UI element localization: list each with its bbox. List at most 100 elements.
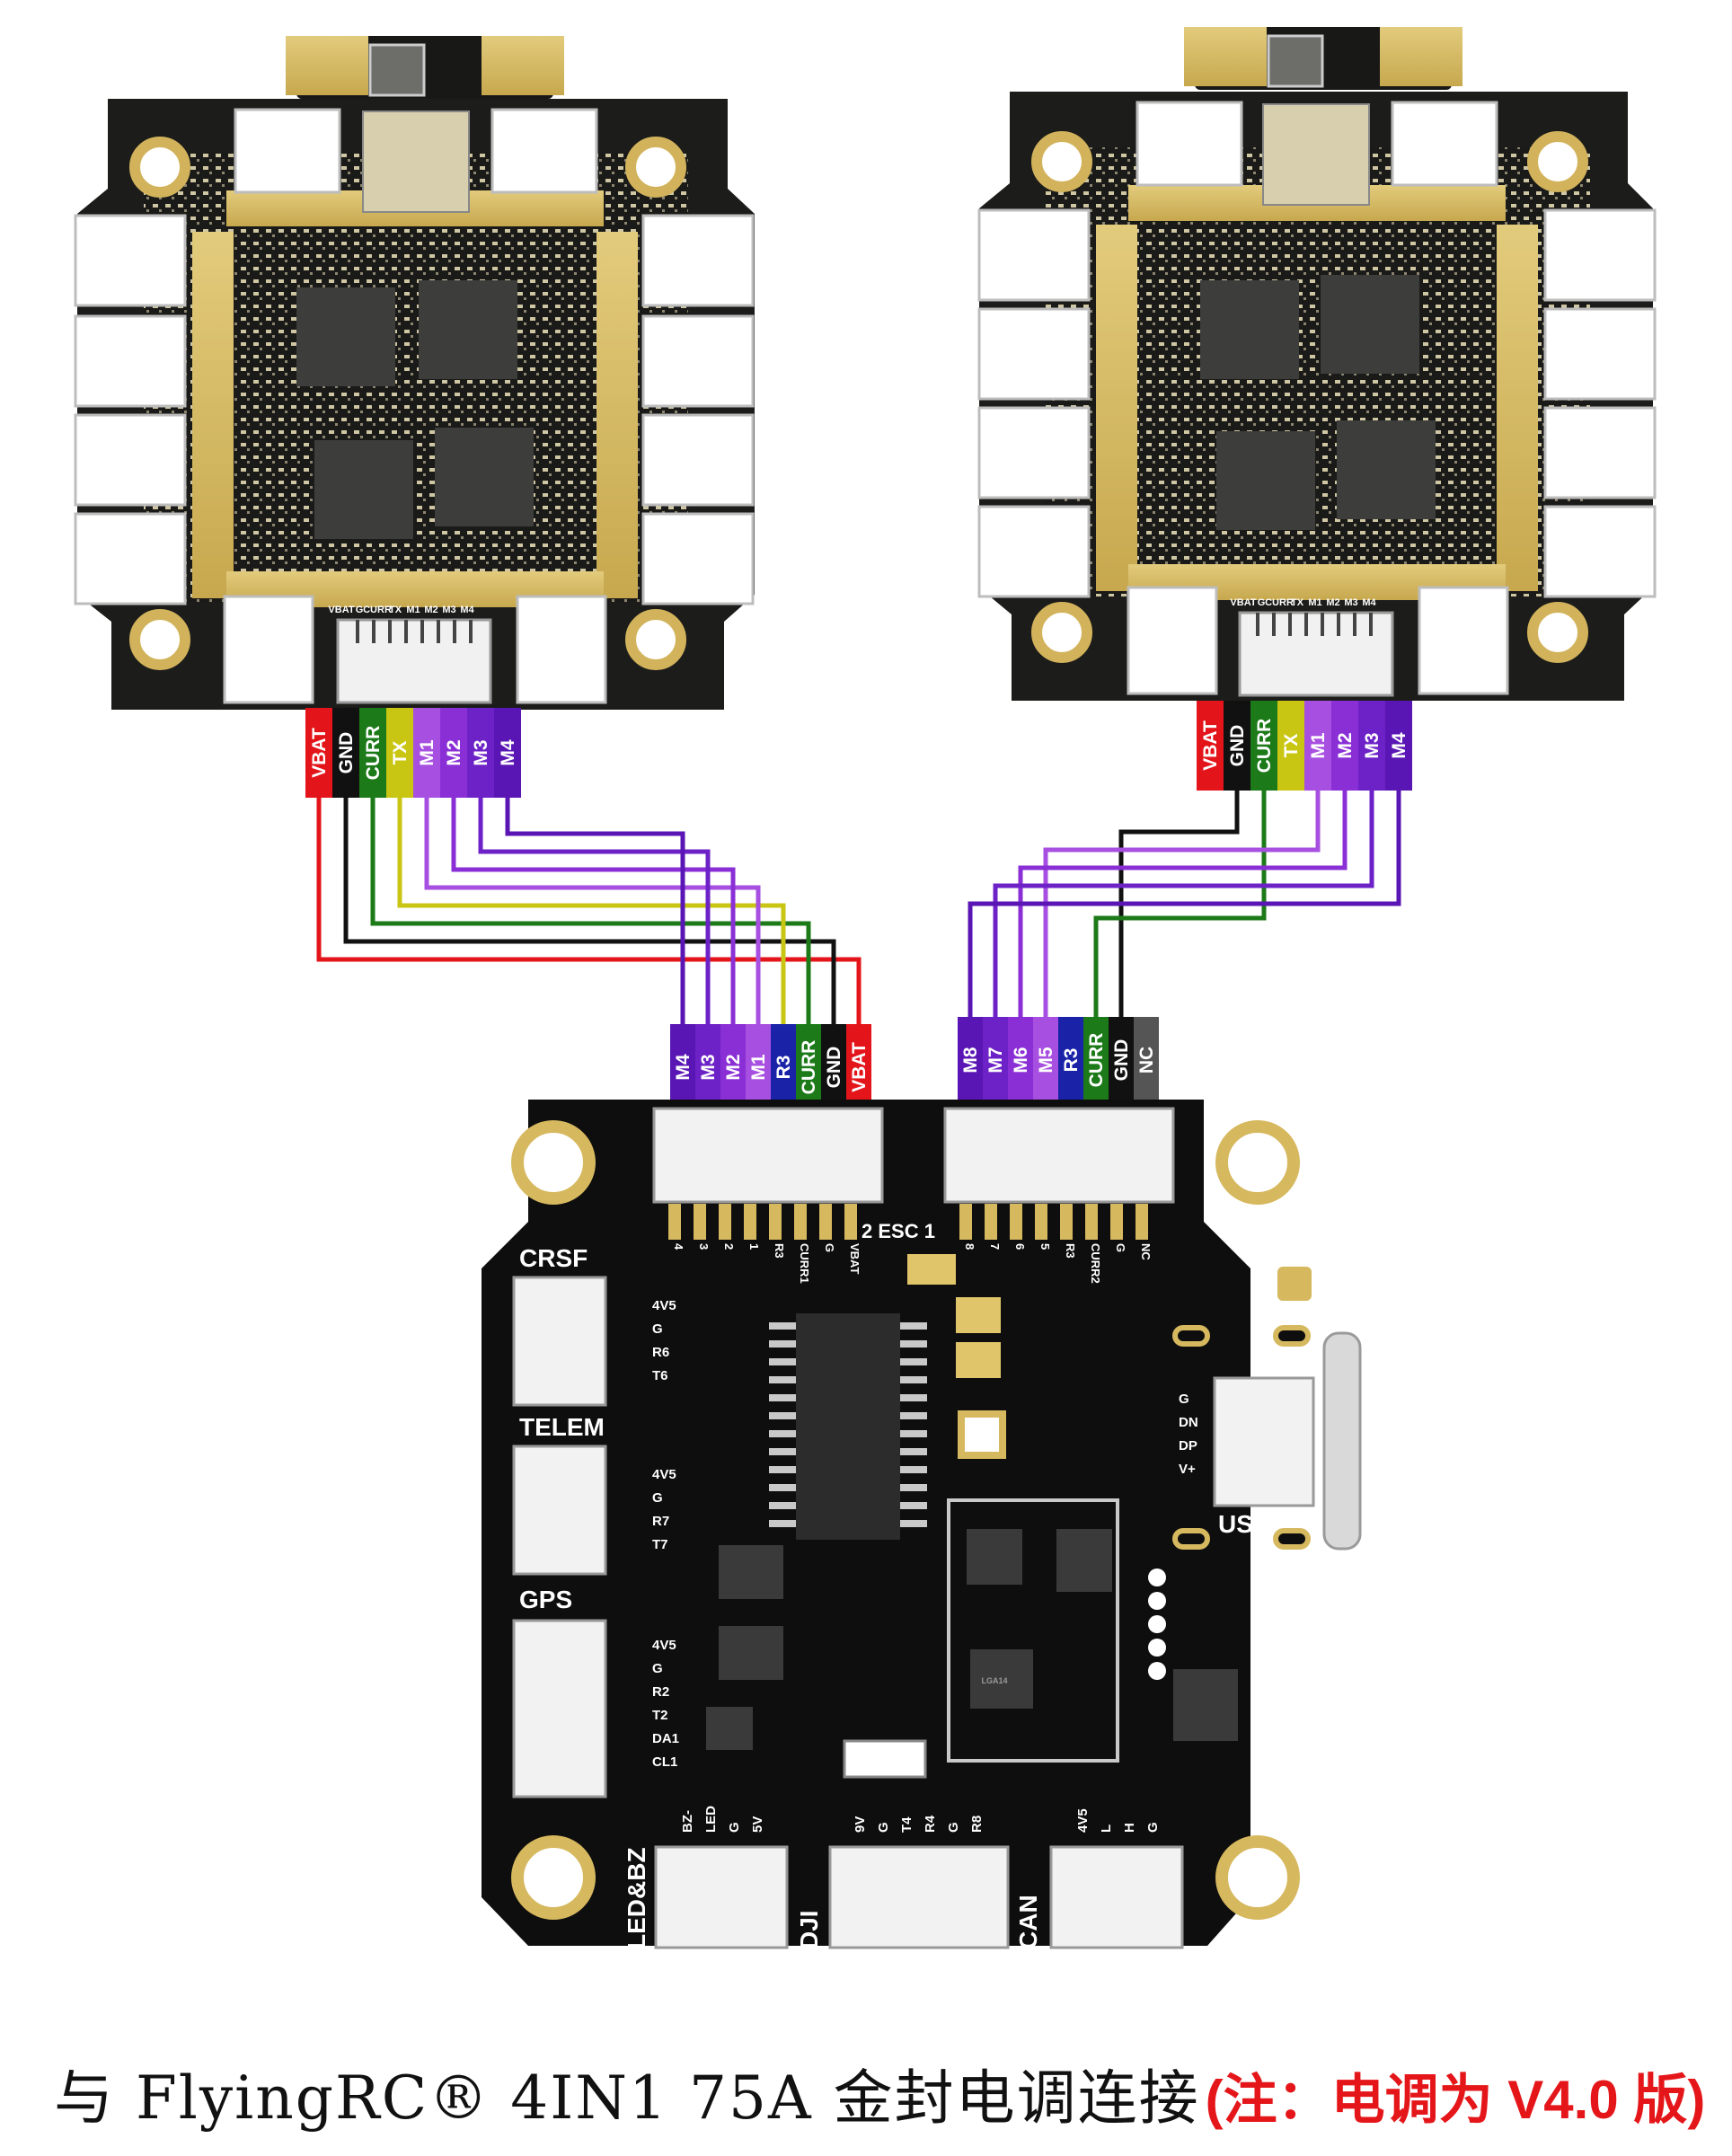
esc-pin-silk: VBAT — [848, 1243, 862, 1274]
wire-label: CURR — [363, 726, 384, 781]
port-pin-label: T4 — [899, 1816, 915, 1833]
esc-port-header: 2 ESC 1 — [862, 1220, 935, 1242]
port-pin-label: BZ- — [680, 1810, 695, 1833]
port-pin-label: DP — [1179, 1438, 1197, 1454]
wire — [451, 798, 736, 1024]
label-cell — [670, 1024, 695, 1110]
pad-silk: M2 — [1326, 597, 1339, 608]
label-cell — [440, 708, 467, 798]
wire-label: GND — [824, 1047, 844, 1089]
label-cell — [1197, 701, 1224, 791]
wire — [478, 798, 711, 1024]
pad-silk: M3 — [442, 605, 455, 615]
label-cell — [958, 1017, 983, 1103]
label-cell — [1134, 1017, 1159, 1103]
esc-pin-silk: 6 — [1013, 1243, 1027, 1250]
port-pin-label: L — [1099, 1825, 1114, 1833]
wire-label: TX — [1281, 734, 1302, 758]
wire — [1118, 791, 1240, 1017]
label-cell — [796, 1024, 821, 1110]
wire-label: M4 — [498, 739, 518, 765]
wire-label: CURR — [1254, 719, 1275, 773]
wire-label: R3 — [1061, 1048, 1082, 1073]
label-cell — [1224, 701, 1250, 791]
port-pin-label: 4V5 — [652, 1467, 676, 1482]
label-cell — [1008, 1017, 1033, 1103]
esc-pin-silk: R3 — [773, 1243, 786, 1259]
pad-silk: G — [1258, 597, 1266, 608]
esc-pin-silk: NC — [1139, 1243, 1153, 1260]
pad-silk: VBAT — [328, 605, 354, 615]
wiring-harness — [316, 791, 1401, 1024]
esc-pin-silk: 5 — [1038, 1243, 1052, 1250]
wire-label: M3 — [471, 739, 491, 765]
pad-silk: G — [356, 605, 364, 615]
pad-silk: M2 — [424, 605, 437, 615]
port-title-crsf: CRSF — [519, 1244, 588, 1272]
wire-label: M1 — [748, 1054, 769, 1080]
wire-label: M3 — [698, 1054, 719, 1080]
wire-label: M6 — [1011, 1047, 1031, 1073]
port-pin-label: T7 — [652, 1537, 668, 1552]
label-cell — [386, 708, 413, 798]
pad-silk: M3 — [1344, 597, 1357, 608]
port-pin-label: R4 — [923, 1815, 938, 1833]
esc-pin-silk: 3 — [697, 1243, 711, 1250]
port-pin-label: T2 — [652, 1708, 668, 1723]
figure-caption: 与 FlyingRC® 4IN1 75A 金封电调连接 (注：电调为 V4.0 … — [54, 2050, 1705, 2149]
port-pin-label: 4V5 — [1075, 1808, 1091, 1833]
label-cell — [467, 708, 494, 798]
label-cell — [821, 1024, 846, 1110]
wire — [316, 798, 862, 1024]
esc-pin-silk: 1 — [747, 1243, 761, 1250]
pad-silk: M1 — [406, 605, 420, 615]
port-pin-label: G — [946, 1822, 961, 1833]
port-title-gps: GPS — [519, 1586, 572, 1613]
esc-pin-silk: R3 — [1064, 1243, 1077, 1259]
port-pin-label: DA1 — [652, 1731, 679, 1746]
esc-pin-silk: 8 — [963, 1243, 976, 1250]
wire — [343, 798, 836, 1024]
label-cell — [983, 1017, 1008, 1103]
wire — [397, 798, 786, 1024]
port-pin-label: 9V — [853, 1816, 868, 1833]
wire — [993, 791, 1374, 1017]
esc-pin-silk: 2 — [722, 1243, 736, 1250]
pad-silk: VBAT — [1230, 597, 1256, 608]
sensor-chip-label: LGA14 — [981, 1676, 1007, 1685]
port-pin-label: R8 — [969, 1816, 985, 1833]
wire-label: GND — [336, 732, 357, 774]
port-pin-label: DN — [1179, 1415, 1198, 1430]
wire-label: GND — [1111, 1039, 1132, 1082]
wire-label: M8 — [960, 1047, 981, 1073]
label-cell — [1083, 1017, 1109, 1103]
esc-pin-silk: CURR1 — [798, 1243, 811, 1284]
port-pin-label: H — [1122, 1823, 1137, 1833]
label-cell — [1304, 701, 1331, 791]
pad-silk: M4 — [460, 605, 474, 615]
pad-silk: M4 — [1362, 597, 1376, 608]
port-pin-label: G — [1145, 1822, 1161, 1833]
wire-label: R3 — [773, 1056, 794, 1080]
esc-pin-silk: 4 — [672, 1243, 685, 1250]
esc-pin-silk: 7 — [988, 1243, 1002, 1250]
wire-label: CURR — [1086, 1033, 1107, 1088]
wire — [505, 798, 685, 1024]
port-pin-label: G — [727, 1822, 742, 1833]
esc-pin-silk: CURR2 — [1089, 1243, 1102, 1284]
port-pin-label: 4V5 — [652, 1638, 676, 1653]
label-cell — [305, 708, 332, 798]
port-pin-label: 5V — [750, 1816, 765, 1833]
label-cell — [720, 1024, 746, 1110]
esc-pin-silk: G — [823, 1243, 836, 1252]
pad-silk: TX — [1291, 597, 1304, 608]
caption-main: 与 FlyingRC® 4IN1 75A 金封电调连接 — [54, 2063, 1200, 2133]
pad-silk: M1 — [1308, 597, 1321, 608]
